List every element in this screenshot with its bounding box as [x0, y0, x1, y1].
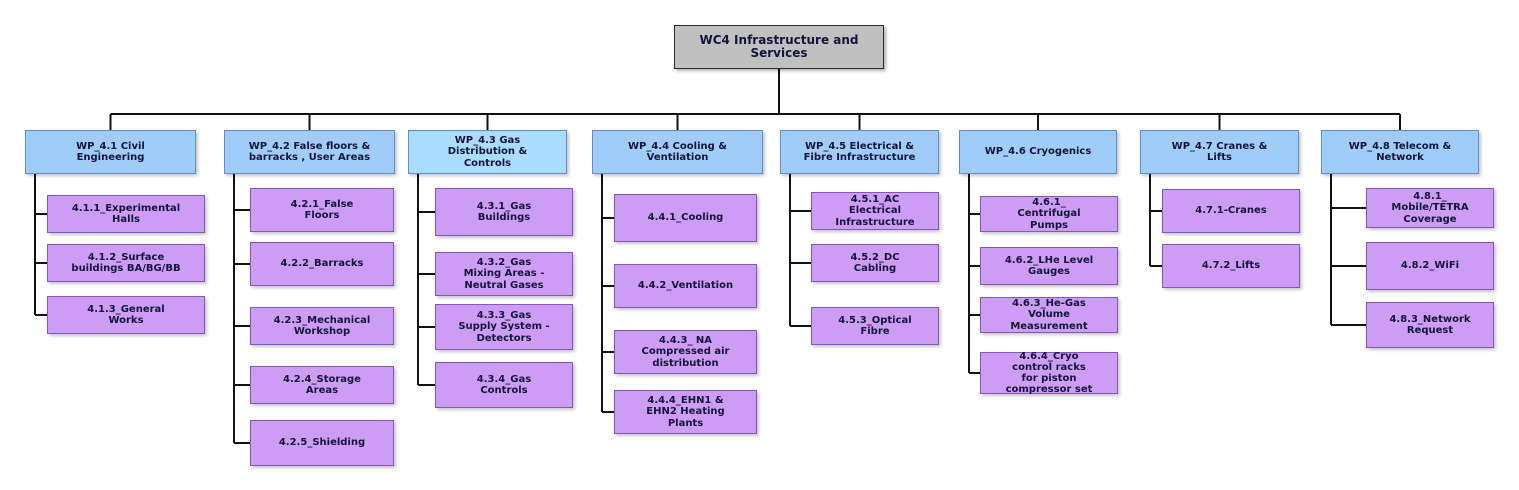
task-node: 4.6.1_ Centrifugal Pumps [980, 196, 1118, 232]
task-node: 4.6.2_LHe Level Gauges [980, 247, 1118, 285]
task-node: 4.5.2_DC Cabling [811, 244, 939, 282]
task-node: 4.2.1_False Floors [250, 188, 394, 232]
work-package-node: WP_4.2 False floors & barracks , User Ar… [224, 130, 395, 174]
work-package-node: WP_4.1 Civil Engineering [25, 130, 196, 174]
task-node: 4.3.2_Gas Mixing Areas - Neutral Gases [435, 252, 573, 296]
task-node: 4.6.4_Cryo control racks for piston comp… [980, 351, 1118, 395]
task-node: 4.2.5_Shielding [250, 420, 394, 466]
task-node: 4.3.4_Gas Controls [435, 362, 573, 408]
task-node: 4.1.2_Surface buildings BA/BG/BB [47, 244, 205, 282]
task-node: 4.1.3_General Works [47, 296, 205, 334]
task-node: 4.3.1_Gas Buildings [435, 188, 573, 236]
work-package-node: WP_4.6 Cryogenics [959, 130, 1117, 174]
work-package-node: WP_4.8 Telecom & Network [1321, 130, 1479, 174]
task-node: 4.3.3_Gas Supply System - Detectors [435, 304, 573, 350]
task-node: 4.4.3_ NA Compressed air distribution [614, 330, 757, 374]
task-node: 4.6.3_He-Gas Volume Measurement [980, 297, 1118, 333]
task-node: 4.4.2_Ventilation [614, 264, 757, 308]
task-node: 4.8.2_WiFi [1366, 242, 1494, 290]
task-node: 4.7.1-Cranes [1162, 189, 1300, 233]
task-node: 4.1.1_Experimental Halls [47, 195, 205, 233]
work-package-node: WP_4.7 Cranes & Lifts [1140, 130, 1299, 174]
task-node: 4.5.3_Optical Fibre [811, 307, 939, 345]
task-node: 4.5.1_AC Electrical Infrastructure [811, 192, 939, 230]
task-node: 4.8.3_Network Request [1366, 302, 1494, 348]
task-node: 4.4.1_Cooling [614, 194, 757, 242]
root-node: WC4 Infrastructure and Services [674, 25, 884, 69]
task-node: 4.2.4_Storage Areas [250, 366, 394, 404]
work-package-node: WP_4.3 Gas Distribution & Controls [408, 130, 567, 174]
task-node: 4.4.4_EHN1 & EHN2 Heating Plants [614, 390, 757, 434]
task-node: 4.2.3_Mechanical Workshop [250, 307, 394, 345]
task-node: 4.7.2_Lifts [1162, 244, 1300, 288]
work-package-node: WP_4.5 Electrical & Fibre Infrastructure [780, 130, 939, 174]
work-package-node: WP_4.4 Cooling & Ventilation [592, 130, 763, 174]
task-node: 4.8.1_ Mobile/TETRA Coverage [1366, 188, 1494, 228]
task-node: 4.2.2_Barracks [250, 242, 394, 286]
